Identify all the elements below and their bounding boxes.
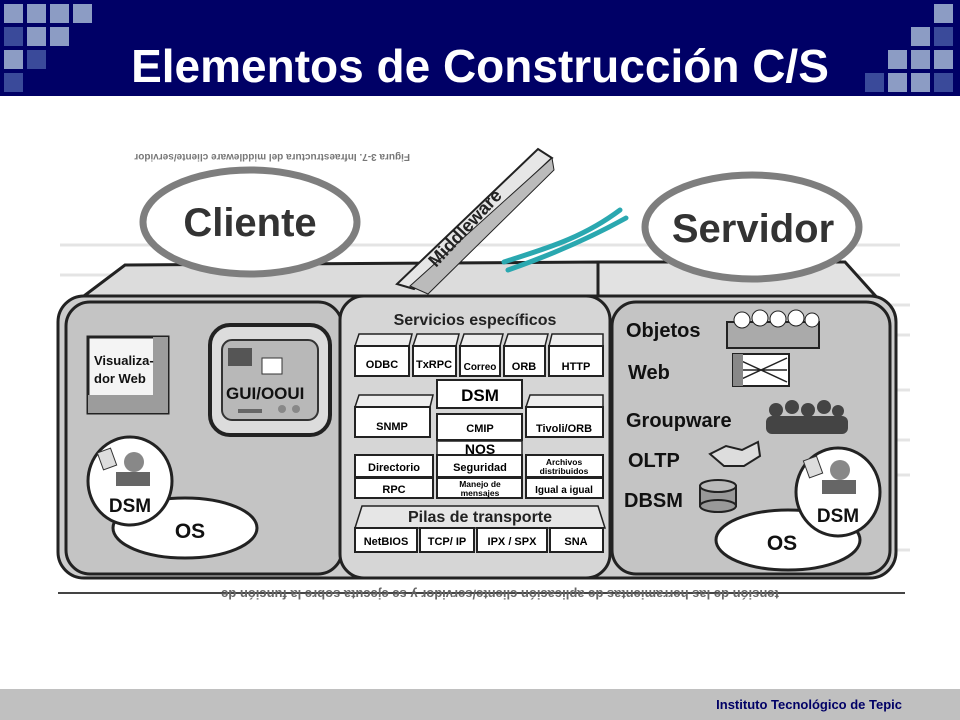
people-group-icon	[766, 400, 848, 434]
service-mensajes-l2: mensajes	[461, 488, 500, 498]
transport-title: Pilas de transporte	[408, 509, 552, 526]
client-os-dsm: OS DSM	[86, 435, 259, 560]
service-orb: ORB	[512, 361, 537, 373]
brush-stroke-mark	[501, 207, 629, 273]
transport-ipxspx: IPX / SPX	[488, 536, 538, 548]
handshake-icon	[708, 440, 762, 467]
client-os-label: OS	[175, 520, 205, 543]
gui-label: GUI/OOUI	[226, 384, 304, 403]
transport-tcpip: TCP/ IP	[428, 536, 467, 548]
database-cylinder-icon	[699, 479, 737, 513]
server-item-oltp: OLTP	[628, 450, 680, 472]
person-phone-icon	[96, 447, 150, 486]
web-globe-icon	[732, 353, 790, 387]
scan-caption: Figura 3-7. Infraestructura del middlewa…	[134, 151, 410, 162]
client-title: Cliente	[183, 201, 316, 245]
service-archivos-l1: Archivos	[546, 457, 583, 467]
slide-title: Elementos de Construcción C/S	[131, 40, 829, 92]
middleware-dsm-label: DSM	[461, 386, 499, 405]
service-tivoli: Tivoli/ORB	[536, 423, 592, 435]
server-title: Servidor	[672, 207, 834, 251]
middleware-nos-label: NOS	[465, 441, 495, 457]
services-row: ODBC TxRPC Correo ORB HTTP	[353, 333, 604, 377]
service-correo: Correo	[464, 362, 497, 373]
footer-institution: Instituto Tecnológico de Tepic	[716, 697, 902, 712]
service-seguridad: Seguridad	[453, 462, 507, 474]
server-item-dbsm: DBSM	[624, 490, 683, 512]
client-title-badge: Cliente	[139, 166, 361, 278]
service-cmip: CMIP	[466, 423, 494, 435]
web-browser-label-l2: dor Web	[94, 371, 146, 386]
transport-netbios: NetBIOS	[364, 536, 409, 548]
service-rpc: RPC	[382, 484, 405, 496]
server-item-web: Web	[628, 362, 670, 384]
transport-sna: SNA	[564, 536, 587, 548]
web-browser-label-l1: Visualiza-	[94, 353, 154, 368]
service-txrpc: TxRPC	[416, 359, 452, 371]
slide-header	[0, 0, 960, 96]
server-dsm-label: DSM	[817, 506, 859, 527]
middleware-banner: Middleware	[395, 147, 555, 295]
server-person-phone-icon	[802, 455, 856, 494]
server-item-objetos: Objetos	[626, 320, 700, 342]
service-archivos-l2: distribuidos	[540, 466, 589, 476]
client-dsm-label: DSM	[109, 496, 151, 517]
service-mensajes-l1: Manejo de	[459, 479, 501, 489]
service-odbc: ODBC	[366, 359, 398, 371]
middleware-panel: Servicios específicos ODBC TxRPC Correo …	[338, 294, 612, 580]
service-snmp: SNMP	[376, 421, 408, 433]
slide-footer: Instituto Tecnológico de Tepic	[0, 689, 960, 720]
server-os-label: OS	[767, 532, 797, 555]
service-http: HTTP	[562, 361, 591, 373]
services-title: Servicios específicos	[394, 312, 557, 329]
objects-crate-icon	[726, 309, 820, 349]
server-panel: Objetos Web Groupware OLTP DBSM	[610, 300, 892, 576]
server-title-badge: Servidor	[641, 171, 863, 283]
service-directorio: Directorio	[368, 462, 420, 474]
bottom-caption: tensión de las herramientas de aplicació…	[221, 587, 779, 602]
server-item-groupware: Groupware	[626, 410, 732, 432]
service-igual: Igual a igual	[535, 485, 593, 496]
